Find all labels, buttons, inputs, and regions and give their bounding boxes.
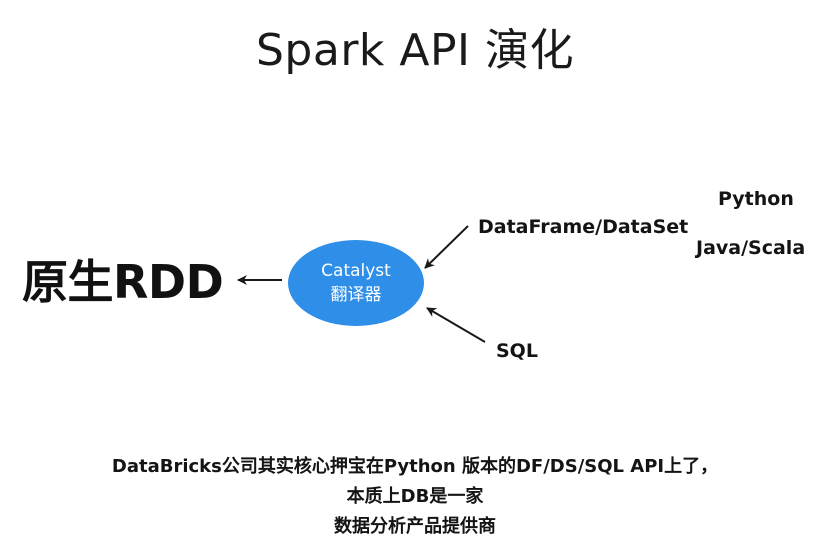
footer-line-1: DataBricks公司其实核心押宝在Python 版本的DF/DS/SQL A… bbox=[111, 456, 719, 477]
footer-note: DataBricks公司其实核心押宝在Python 版本的DF/DS/SQL A… bbox=[0, 452, 830, 542]
footer-line-2: 本质上DB是一家 bbox=[346, 486, 484, 507]
footer-line-3: 数据分析产品提供商 bbox=[334, 516, 496, 537]
catalyst-label: Catalyst bbox=[321, 261, 391, 281]
catalyst-sublabel: 翻译器 bbox=[330, 285, 382, 305]
arrow-up-left-icon bbox=[426, 307, 486, 343]
python-label: Python bbox=[718, 188, 794, 210]
dataframe-dataset-label: DataFrame/DataSet bbox=[478, 216, 689, 238]
page-title: Spark API 演化 bbox=[256, 25, 574, 76]
rdd-node-label: 原生RDD bbox=[22, 255, 224, 309]
java-scala-label: Java/Scala bbox=[696, 237, 806, 259]
arrow-down-left-icon bbox=[424, 225, 469, 269]
sql-label: SQL bbox=[496, 340, 538, 362]
catalyst-node: Catalyst 翻译器 bbox=[288, 240, 424, 326]
